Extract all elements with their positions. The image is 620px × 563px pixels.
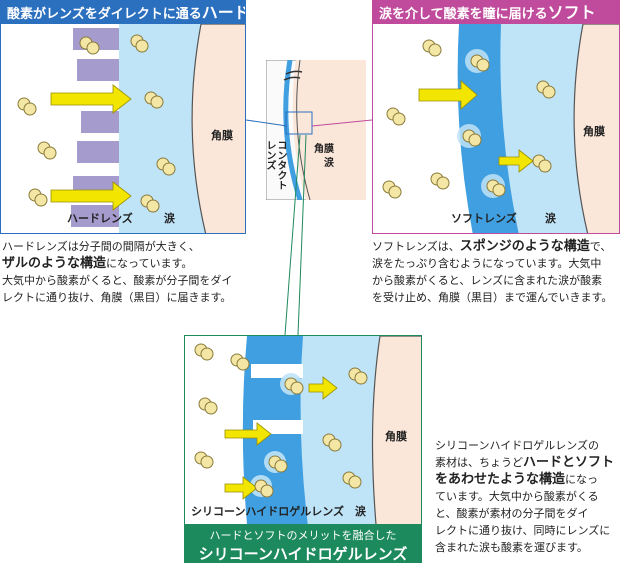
- silicone-description: シリコーンハイドロゲルレンズの 素材は、ちょうどハードとソフト をあわせたような…: [435, 437, 620, 556]
- silicone-desc-line: と、酸素が素材の分子間をダイ: [435, 507, 589, 520]
- silicone-desc-line: ています。大気中から酸素がくる: [435, 490, 599, 503]
- hard-desc-bold: ザルのような構造: [2, 256, 107, 271]
- silicone-desc-pre: 素材は、ちょうど: [435, 456, 523, 469]
- silicone-desc-line: レクトに通り抜け、同時にレンズに: [435, 524, 611, 537]
- silicone-desc-bold: をあわせたような構造: [435, 472, 566, 487]
- soft-desc-post: で、: [589, 240, 612, 253]
- hard-lens-illustration: [1, 1, 245, 233]
- hard-panel-title: 酸素がレンズをダイレクトに通るハード: [1, 1, 245, 24]
- silicone-desc-bold: ハードとソフト: [523, 455, 615, 470]
- soft-desc-line: を受け止め、角膜（黒目）まで運んでいきます。: [372, 291, 613, 304]
- soft-tear-label: 涙: [545, 212, 556, 225]
- silicone-desc-line: 含まれた涙も酸素を運びます。: [435, 541, 588, 554]
- silicone-caption-line1: ハードとソフトのメリットを融合した: [209, 529, 397, 542]
- silicone-desc-line: をあわせたような構造になっ: [435, 471, 620, 488]
- soft-panel-title: 涙を介して酸素を瞳に届けるソフト: [373, 1, 619, 24]
- hard-desc-line: 大気中から酸素がくると、酸素が分子間をダイ: [2, 274, 233, 287]
- silicone-cornea-label: 角膜: [385, 430, 407, 443]
- soft-cornea-label: 角膜: [583, 125, 605, 138]
- soft-title-emphasis: ソフト: [547, 3, 596, 22]
- eye-cross-section: [266, 60, 366, 200]
- soft-desc-line: から酸素がくると、レンズに含まれた涙が酸素: [372, 274, 603, 287]
- hard-title-text: 酸素がレンズをダイレクトに通る: [7, 7, 202, 22]
- hard-desc-line: ハードレンズは分子間の間隔が大きく、: [2, 240, 200, 253]
- center-tear-label: 涙: [324, 158, 334, 169]
- silicone-lens-label: シリコーンハイドロゲルレンズ: [191, 505, 345, 518]
- hard-description: ハードレンズは分子間の間隔が大きく、 ザルのような構造になっています。 大気中か…: [2, 238, 252, 306]
- hard-desc-rest: になっています。: [106, 257, 193, 270]
- silicone-caption-line2: シリコーンハイドロゲルレンズ: [198, 545, 408, 563]
- soft-desc-line: ソフトレンズは、スポンジのような構造で、: [372, 238, 620, 255]
- hard-lens-label: ハードレンズ: [67, 212, 133, 225]
- soft-lens-label: ソフトレンズ: [451, 212, 517, 225]
- silicone-desc-post: になっ: [565, 473, 599, 486]
- silicone-desc-line: 素材は、ちょうどハードとソフト: [435, 454, 620, 471]
- silicone-lens-panel: シリコーンハイドロゲルレンズ 涙 角膜 ハードとソフトのメリットを融合した シリ…: [184, 335, 422, 563]
- hard-lens-panel: 酸素がレンズをダイレクトに通るハード ハードレンズ 涙 角膜: [0, 0, 246, 234]
- soft-lens-panel: 涙を介して酸素を瞳に届けるソフト ソフトレンズ 涙 角膜: [372, 0, 620, 234]
- hard-tear-label: 涙: [164, 212, 175, 225]
- center-cornea-label: 角膜: [314, 144, 334, 155]
- soft-desc-pre: ソフトレンズは、: [372, 240, 460, 253]
- soft-lens-illustration: [373, 1, 619, 233]
- center-contact-lens-label: コンタクトレンズ: [264, 140, 286, 190]
- soft-desc-bold: スポンジのような構造: [459, 239, 590, 254]
- silicone-desc-line: シリコーンハイドロゲルレンズの: [435, 439, 600, 452]
- silicone-tear-label: 涙: [355, 505, 366, 518]
- hard-cornea-label: 角膜: [211, 129, 233, 142]
- soft-desc-line: 涙をたっぷり含むようになっています。大気中: [372, 257, 602, 270]
- hard-desc-line: ザルのような構造になっています。: [2, 255, 252, 272]
- soft-description: ソフトレンズは、スポンジのような構造で、 涙をたっぷり含むようになっています。大…: [372, 238, 620, 306]
- soft-title-text: 涙を介して酸素を瞳に届ける: [379, 7, 548, 22]
- silicone-caption: ハードとソフトのメリットを融合した シリコーンハイドロゲルレンズ: [185, 524, 421, 563]
- hard-desc-line: レクトに通り抜け、角膜（黒目）に届きます。: [2, 291, 232, 304]
- hard-title-emphasis: ハード: [201, 3, 246, 22]
